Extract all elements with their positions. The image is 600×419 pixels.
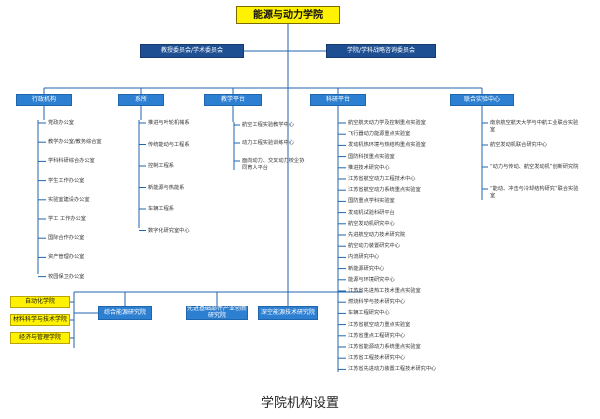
admin-item: 实验室建设办公室 bbox=[48, 196, 90, 203]
bottom-center-node: 先进基础部件产业创新研究院 bbox=[186, 305, 248, 320]
admin-item: 校园保卫办公室 bbox=[48, 273, 85, 280]
category-node: 行政机构 bbox=[16, 94, 72, 106]
department-item: 推进与叶轮机械系 bbox=[148, 120, 190, 126]
joint-center-item: “动力与传动、航空发动机”创新研究院 bbox=[490, 164, 579, 170]
research-item: 国防重点学科实验室 bbox=[348, 198, 395, 205]
admin-item: 教学办公室/教务综合室 bbox=[48, 139, 102, 146]
admin-item: 资产管理办公室 bbox=[48, 254, 85, 261]
research-item: 江苏省航空动力系统重点实验室 bbox=[348, 187, 421, 194]
department-item: 数字化研究室中心 bbox=[148, 227, 190, 234]
research-item: 车辆工程研究中心 bbox=[348, 310, 390, 317]
bottom-center-node: 深空能源技术研究院 bbox=[258, 306, 318, 320]
research-item: 能源与环境研究中心 bbox=[348, 276, 395, 283]
research-item: 航空发动机研究中心 bbox=[348, 220, 395, 227]
department-item: 车辆工程系 bbox=[148, 206, 174, 212]
research-item: 推进技术研究中心 bbox=[348, 164, 390, 171]
research-item: 江苏省工程技术研究中心 bbox=[348, 355, 406, 362]
research-item: 江苏省重点工程研究中心 bbox=[348, 332, 406, 339]
teaching-item: 面向动力、交叉动力校企协同育人平台 bbox=[242, 158, 305, 171]
joint-center-item: “能动、冲击与冷却结构研究”联合实验室 bbox=[490, 186, 579, 199]
partner-school-node: 经济与管理学院 bbox=[10, 332, 70, 344]
category-node: 教学平台 bbox=[204, 94, 262, 106]
admin-item: 学工 工作办公室 bbox=[48, 216, 86, 222]
category-node: 科研平台 bbox=[310, 94, 366, 106]
partner-school-node: 自动化学院 bbox=[10, 296, 70, 308]
research-item: 先进航空动力技术研究院 bbox=[348, 232, 406, 238]
bottom-center-node: 综合能源研究院 bbox=[98, 306, 152, 320]
teaching-item: 动力工程实验训练中心 bbox=[242, 140, 294, 146]
research-item: 发动机热环境与热结构重点实验室 bbox=[348, 142, 426, 149]
research-item: 航空动力装置研究中心 bbox=[348, 243, 400, 250]
research-item: 江苏省先进热工技术重点实验室 bbox=[348, 288, 421, 294]
admin-item: 学科科研综合办公室 bbox=[48, 158, 95, 165]
category-node: 联合实验中心 bbox=[450, 94, 514, 106]
admin-item: 国际合作办公室 bbox=[48, 235, 85, 242]
department-item: 传统能动与工程系 bbox=[148, 141, 190, 148]
joint-center-item: 南京航空航天大学与中航工业联合实验室 bbox=[490, 120, 579, 133]
department-item: 新能源与热能系 bbox=[148, 184, 185, 191]
committee-academic: 教授委员会/学术委员会 bbox=[140, 44, 244, 58]
teaching-item: 航空工程实验教学中心 bbox=[242, 122, 294, 128]
research-item: 内流研究中心 bbox=[348, 254, 380, 261]
research-item: 飞行器动力能源重点实验室 bbox=[348, 131, 411, 138]
research-item: 江苏省航空动力重点实验室 bbox=[348, 321, 411, 328]
joint-center-item: 航空发动机联合研究中心 bbox=[490, 142, 548, 148]
research-item: 发动机试验科研平台 bbox=[348, 209, 395, 216]
research-item: 新能源研究中心 bbox=[348, 265, 385, 272]
partner-school-node: 材料科学与技术学院 bbox=[10, 314, 70, 326]
research-item: 江苏省航空动力工程技术中心 bbox=[348, 176, 416, 182]
admin-item: 学生工作办公室 bbox=[48, 177, 85, 184]
research-item: 国防科技重点实验室 bbox=[348, 153, 395, 160]
research-item: 江苏省先进动力装置工程技术研究中心 bbox=[348, 366, 437, 373]
department-item: 控制工程系 bbox=[148, 163, 174, 169]
committee-strategy: 学院/学科战略咨询委员会 bbox=[326, 44, 436, 58]
research-item: 燃烧科学与技术研究中心 bbox=[348, 299, 406, 306]
chart-caption: 学院机构设置 bbox=[260, 396, 339, 411]
research-item: 航空航天动力学及控制重点实验室 bbox=[348, 120, 426, 126]
research-item: 江苏省能源动力系统重点实验室 bbox=[348, 344, 421, 350]
category-node: 系所 bbox=[118, 94, 164, 106]
admin-item: 党政办公室 bbox=[48, 120, 74, 126]
root-node: 能源与动力学院 bbox=[236, 6, 340, 24]
